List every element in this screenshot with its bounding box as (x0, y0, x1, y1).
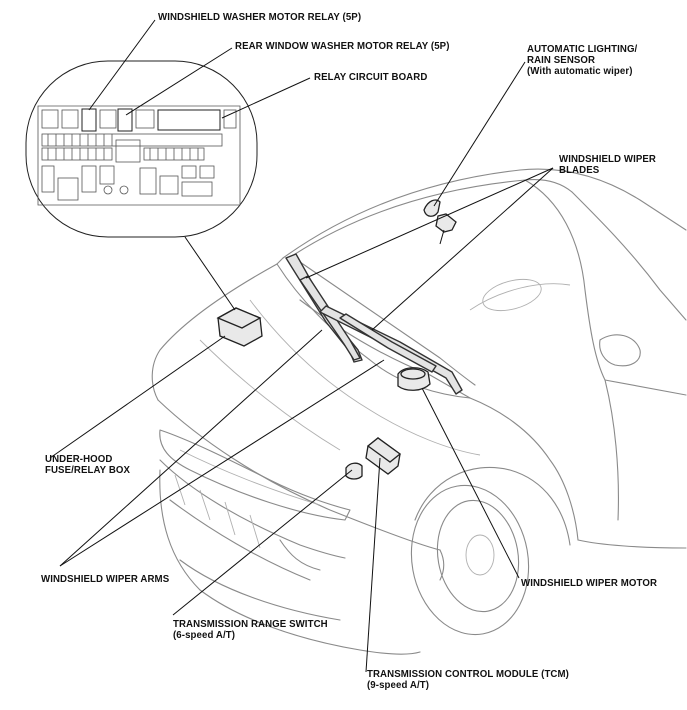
rearview-mirror (435, 213, 457, 233)
range-switch-part (345, 462, 363, 480)
wiper-blades (285, 253, 463, 395)
rain-sensor-part (423, 199, 441, 217)
label-wiper-blades: WINDSHIELD WIPER BLADES (559, 153, 657, 176)
right-wiper-arm (339, 313, 437, 373)
label-washer-motor-relay: WINDSHIELD WASHER MOTOR RELAY (5P) (158, 11, 362, 23)
label-rear-washer-motor-relay: REAR WINDOW WASHER MOTOR RELAY (5P) (235, 40, 450, 52)
relay-circuit-board (157, 109, 221, 131)
relay-board-callout (25, 60, 258, 238)
left-wiper-arm (299, 275, 361, 361)
label-tcm: TRANSMISSION CONTROL MODULE (TCM) (9-spe… (367, 668, 569, 691)
label-rain-sensor: AUTOMATIC LIGHTING/ RAIN SENSOR (With au… (527, 43, 638, 77)
rear-washer-motor-relay (117, 108, 133, 132)
label-wiper-arms: WINDSHIELD WIPER ARMS (41, 573, 170, 585)
label-relay-circuit-board: RELAY CIRCUIT BOARD (314, 71, 428, 83)
label-fuse-relay-box: UNDER-HOOD FUSE/RELAY BOX (45, 453, 131, 476)
leader-lines (49, 19, 554, 673)
label-wiper-motor: WINDSHIELD WIPER MOTOR (521, 577, 658, 589)
label-range-switch: TRANSMISSION RANGE SWITCH (6-speed A/T) (173, 618, 328, 641)
car-body-outline (151, 168, 687, 655)
washer-motor-relay (81, 108, 97, 132)
